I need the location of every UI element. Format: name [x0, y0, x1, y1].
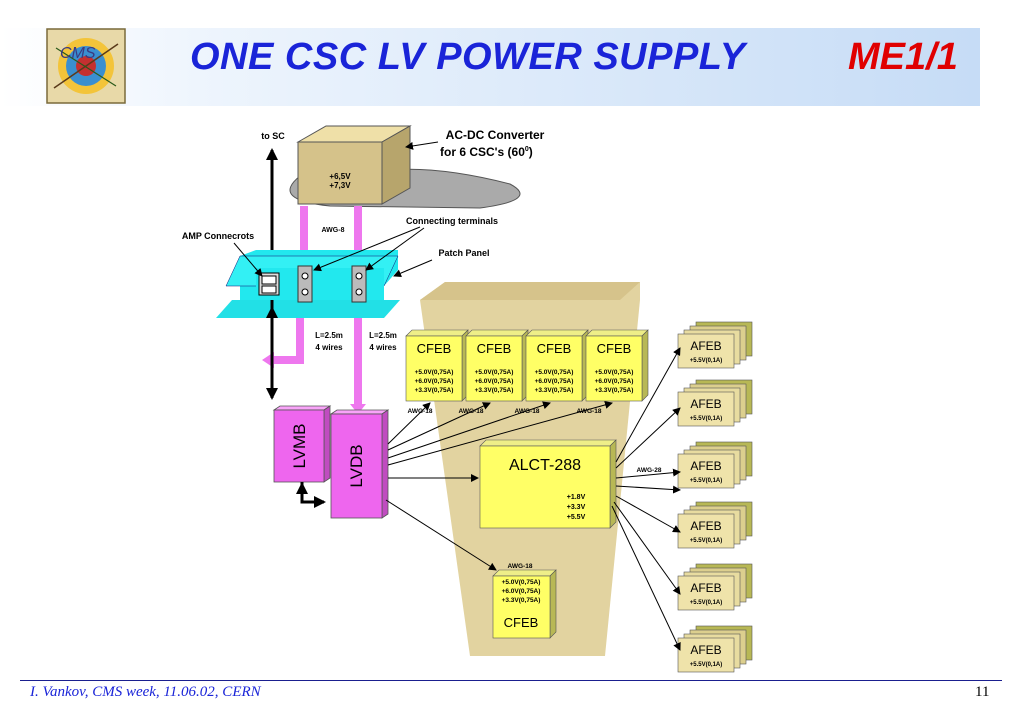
- afeb-2-voltage: +5.5V(0,1A): [690, 416, 723, 422]
- lvdb-box: LVDB: [329, 409, 390, 519]
- afeb-3-voltage: +5.5V(0,1A): [690, 478, 723, 484]
- cfeb-3-v1: +5.0V(0,75A): [535, 369, 574, 376]
- afeb-4-label: AFEB: [690, 519, 721, 533]
- awg28-label: AWG-28: [637, 467, 662, 474]
- page-number: 11: [975, 684, 990, 700]
- cfeb-3-v2: +6.0V(0,75A): [535, 378, 574, 385]
- cfeb-5-v2: +6.0V(0,75A): [502, 588, 541, 595]
- cfeb-5-v3: +3.3V(0,75A): [502, 597, 541, 604]
- slide-subtitle: ME1/1: [848, 36, 958, 78]
- footer-divider: [20, 680, 1002, 681]
- power-supply-diagram: +6,5V +7,3V AC-DC Converter for 6 CSC's …: [182, 125, 753, 673]
- cfeb-4-v2: +6.0V(0,75A): [595, 378, 634, 385]
- slide-title: ONE CSC LV POWER SUPPLY: [190, 36, 746, 78]
- afeb-5-label: AFEB: [690, 581, 721, 595]
- amp-connectors-label: AMP Connecrots: [182, 231, 254, 241]
- cfeb-3-v3: +3.3V(0,75A): [535, 387, 574, 394]
- afeb-1-label: AFEB: [690, 339, 721, 353]
- afeb-6-voltage: +5.5V(0,1A): [690, 662, 723, 668]
- cfeb-4-v3: +3.3V(0,75A): [595, 387, 634, 394]
- header-band: [0, 28, 980, 106]
- afeb-6-label: AFEB: [690, 643, 721, 657]
- cfeb-1-v2: +6.0V(0,75A): [415, 378, 454, 385]
- cfeb-5-label: CFEB: [504, 615, 539, 630]
- lvmb-box: LVMB: [272, 405, 332, 483]
- cfeb-4-v1: +5.0V(0,75A): [595, 369, 634, 376]
- cfeb-2-label: CFEB: [477, 341, 512, 356]
- cable-length-1: L=2.5m: [315, 331, 343, 340]
- afeb-3: AFEB +5.5V(0,1A): [677, 441, 753, 489]
- cms-logo: CMS: [46, 28, 126, 104]
- connecting-terminals-label: Connecting terminals: [406, 216, 498, 226]
- converter-subtitle: for 6 CSC's (600): [440, 145, 533, 159]
- lvmb-label: LVMB: [290, 423, 309, 468]
- alct-label: ALCT-288: [509, 457, 581, 474]
- awg18-label-1: AWG-18: [408, 408, 433, 415]
- alct-v1: +1.8V: [567, 494, 586, 501]
- cfeb-1-v1: +5.0V(0,75A): [415, 369, 454, 376]
- ac-dc-converter: +6,5V +7,3V: [289, 125, 521, 209]
- afeb-4-voltage: +5.5V(0,1A): [690, 538, 723, 544]
- lvdb-label: LVDB: [347, 444, 366, 487]
- cable-wires-2: 4 wires: [369, 343, 397, 352]
- alct-v3: +5.5V: [567, 514, 586, 521]
- cfeb-2: CFEB +5.0V(0,75A) +6.0V(0,75A) +3.3V(0,7…: [465, 329, 529, 402]
- cfeb-5: +5.0V(0,75A) +6.0V(0,75A) +3.3V(0,75A) C…: [492, 569, 557, 639]
- logo-text: CMS: [60, 45, 96, 62]
- alct-v2: +3.3V: [567, 504, 586, 511]
- cfeb-3: CFEB +5.0V(0,75A) +6.0V(0,75A) +3.3V(0,7…: [525, 329, 589, 402]
- cfeb-2-v1: +5.0V(0,75A): [475, 369, 514, 376]
- awg18-label-5: AWG-18: [508, 563, 533, 570]
- cfeb-5-v1: +5.0V(0,75A): [502, 579, 541, 586]
- afeb-6: AFEB +5.5V(0,1A): [677, 625, 753, 673]
- afeb-2: AFEB +5.5V(0,1A): [677, 379, 753, 427]
- awg18-label-4: AWG-18: [577, 408, 602, 415]
- afeb-5: AFEB +5.5V(0,1A): [677, 563, 753, 611]
- cfeb-1-v3: +3.3V(0,75A): [415, 387, 454, 394]
- patch-panel: [216, 250, 400, 318]
- to-sc-label: to SC: [261, 131, 285, 141]
- afeb-4: AFEB +5.5V(0,1A): [677, 501, 753, 549]
- awg8-label: AWG-8: [322, 227, 345, 234]
- afeb-3-label: AFEB: [690, 459, 721, 473]
- afeb-2-label: AFEB: [690, 397, 721, 411]
- converter-voltage-1: +6,5V: [329, 172, 351, 181]
- cfeb-2-v2: +6.0V(0,75A): [475, 378, 514, 385]
- cable-wires-1: 4 wires: [315, 343, 343, 352]
- patch-panel-label: Patch Panel: [438, 248, 489, 258]
- cfeb-1: CFEB +5.0V(0,75A) +6.0V(0,75A) +3.3V(0,7…: [405, 329, 469, 402]
- awg18-label-3: AWG-18: [515, 408, 540, 415]
- converter-voltage-2: +7,3V: [329, 181, 351, 190]
- converter-title: AC-DC Converter: [446, 128, 545, 142]
- cfeb-4-label: CFEB: [597, 341, 632, 356]
- cfeb-2-v3: +3.3V(0,75A): [475, 387, 514, 394]
- cfeb-3-label: CFEB: [537, 341, 572, 356]
- cfeb-4: CFEB +5.0V(0,75A) +6.0V(0,75A) +3.3V(0,7…: [585, 329, 649, 402]
- afeb-5-voltage: +5.5V(0,1A): [690, 600, 723, 606]
- afeb-1-voltage: +5.5V(0,1A): [690, 358, 723, 364]
- alct-box: ALCT-288 +1.8V +3.3V +5.5V: [479, 439, 617, 529]
- footer-credit: I. Vankov, CMS week, 11.06.02, CERN: [30, 684, 261, 700]
- afeb-1: AFEB +5.5V(0,1A): [677, 321, 753, 369]
- cable-length-2: L=2.5m: [369, 331, 397, 340]
- cfeb-1-label: CFEB: [417, 341, 452, 356]
